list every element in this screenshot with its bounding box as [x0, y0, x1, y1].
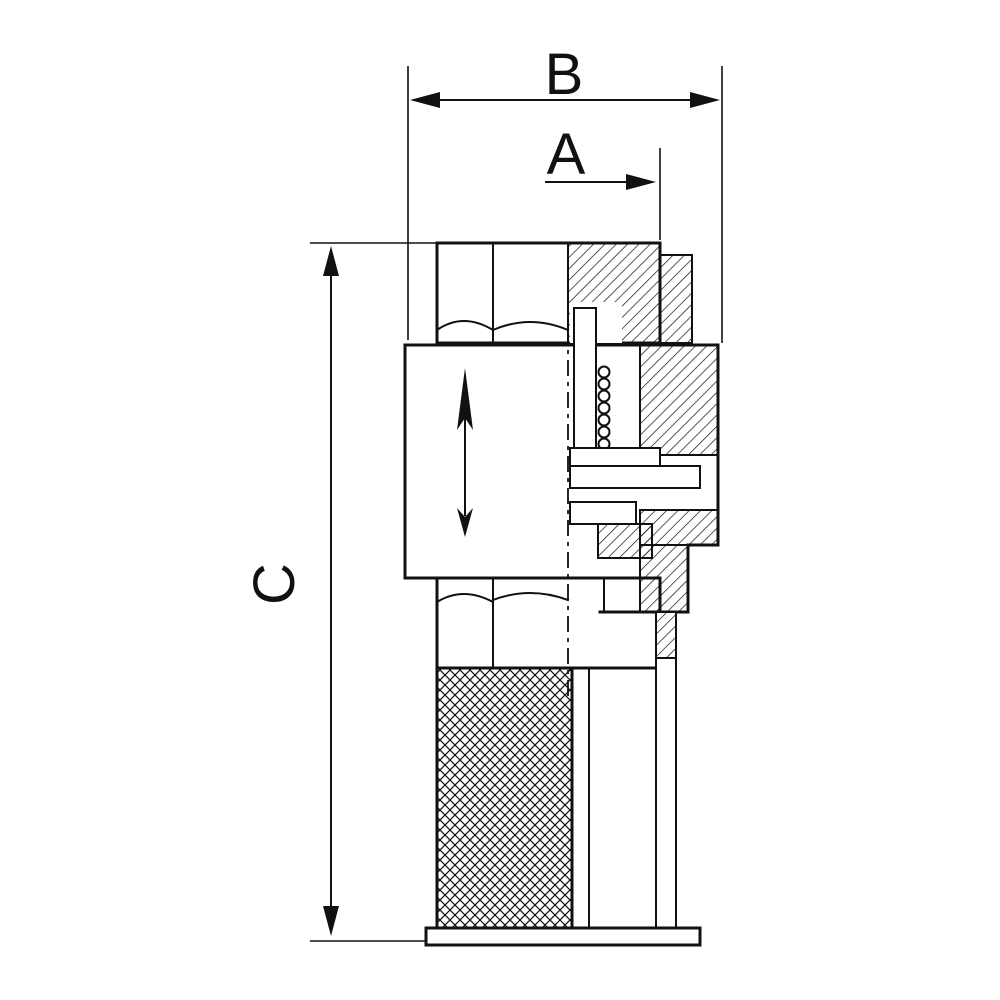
spring-coil	[597, 401, 611, 415]
spring-coil	[597, 425, 611, 439]
dim-c-label: C	[242, 563, 307, 605]
lower-hex-outline	[435, 576, 662, 670]
dimension-b: B	[407, 42, 723, 343]
spring-coil	[597, 377, 611, 391]
strainer-tube-wall	[655, 611, 677, 929]
valve-internals	[569, 307, 701, 525]
dim-a-arrowhead-icon	[626, 174, 656, 190]
valve-disc	[569, 447, 661, 467]
lower-hex-chamfer-arc	[435, 593, 495, 604]
top-hex-chamfer-arc	[435, 320, 495, 332]
top-hex-chamfer-arc	[491, 321, 570, 332]
lower-hex-chamfer-arc	[491, 592, 570, 602]
valve-guide-plate	[569, 501, 637, 525]
valve-disc-flange	[569, 465, 701, 489]
flow-arrow-head	[457, 368, 473, 430]
spring	[597, 365, 611, 451]
base-plate	[424, 926, 702, 947]
dim-c-top-arrowhead-icon	[323, 246, 339, 276]
dim-a-label: A	[547, 122, 586, 187]
flow-direction-arrow-icon	[457, 368, 473, 537]
spring-coil	[597, 389, 611, 403]
seat-hatch	[597, 523, 653, 559]
top-nut-step-hatch	[659, 254, 693, 344]
strainer	[435, 611, 677, 930]
dim-b-right-arrowhead-icon	[690, 92, 720, 108]
dim-b-label: B	[545, 42, 584, 107]
valve-stem	[573, 307, 597, 451]
dimension-a: A	[545, 122, 661, 240]
section-hatching	[597, 344, 719, 613]
strainer-tube-hatch	[655, 611, 677, 659]
lower-hex-nut	[435, 576, 662, 670]
strainer-mesh	[435, 666, 574, 930]
spring-coil	[597, 365, 611, 379]
dim-b-left-arrowhead-icon	[410, 92, 440, 108]
spring-coil	[597, 413, 611, 427]
dim-c-bottom-arrowhead-icon	[323, 906, 339, 936]
upper-wall-hatch	[639, 344, 719, 456]
dimension-c: C	[242, 242, 437, 942]
flow-arrow-fletching	[457, 508, 473, 537]
valve-assembly	[403, 241, 720, 947]
